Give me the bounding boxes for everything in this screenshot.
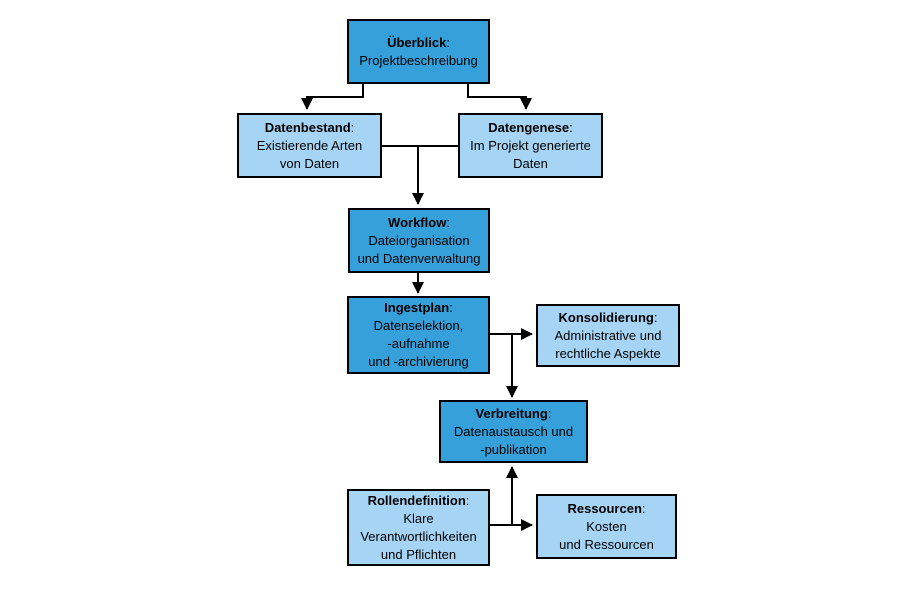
connector-ueberblick-datengenese [467,84,532,110]
node-workflow: Workflow: Dateiorganisation und Datenver… [348,208,490,273]
node-ressourcen-label: Ressourcen: Kosten und Ressourcen [559,500,654,552]
node-workflow-label: Workflow: Dateiorganisation und Datenver… [357,214,481,266]
node-konsolidierung: Konsolidierung: Administrative und recht… [536,304,680,367]
node-ingestplan: Ingestplan: Datenselektion, -aufnahme un… [347,296,490,374]
node-rollendefinition-label: Rollendefinition: Klare Verantwortlichke… [360,492,477,562]
node-datenbestand: Datenbestand: Existierende Arten von Dat… [237,113,382,178]
node-ingestplan-label: Ingestplan: Datenselektion, -aufnahme un… [368,300,469,369]
node-verbreitung-label: Verbreitung: Datenaustausch und -publika… [453,405,574,457]
node-datenbestand-label: Datenbestand: Existierende Arten von Dat… [256,119,363,171]
node-rollendefinition: Rollendefinition: Klare Verantwortlichke… [347,489,490,566]
node-konsolidierung-label: Konsolidierung: Administrative und recht… [554,309,662,361]
node-ueberblick: Überblick: Projektbeschreibung [347,19,490,84]
node-verbreitung: Verbreitung: Datenaustausch und -publika… [439,400,588,463]
node-datengenese-label: Datengenese: Im Projekt generierte Daten [470,119,591,171]
node-datengenese: Datengenese: Im Projekt generierte Daten [458,113,603,178]
node-ressourcen: Ressourcen: Kosten und Ressourcen [536,494,677,559]
node-ueberblick-label: Überblick: Projektbeschreibung [359,34,478,68]
connector-ueberblick-datenbestand [301,84,364,110]
